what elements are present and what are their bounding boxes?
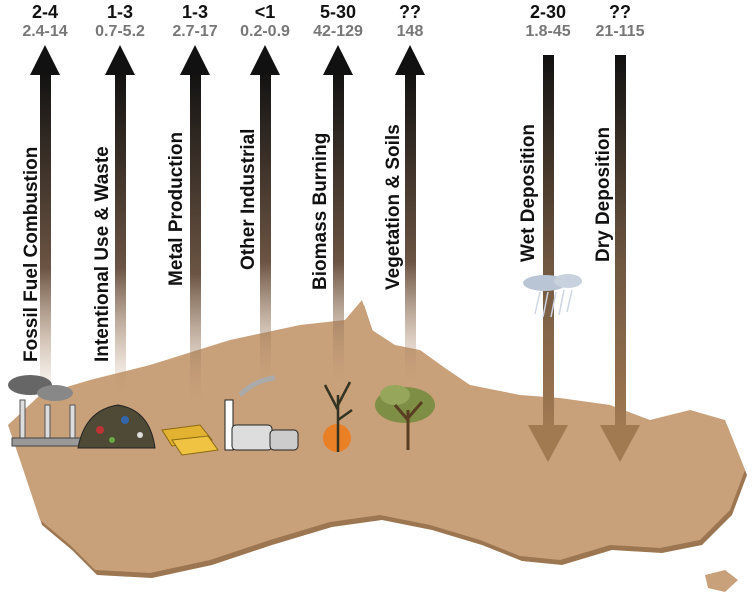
label-vegetation-soils: Vegetation & Soils	[383, 124, 404, 290]
range-other-industrial: 0.2-0.9	[240, 23, 290, 40]
label-metal-production: Metal Production	[166, 131, 187, 286]
burning-tree-icon	[323, 381, 353, 452]
estimate-wet-deposition: 2-30	[529, 2, 567, 22]
arrow-other-industrial	[250, 45, 280, 390]
range-vegetation-soils: 148	[396, 23, 424, 40]
range-wet-deposition: 1.8-45	[525, 23, 571, 40]
arrow-dry-deposition	[600, 55, 640, 462]
estimate-vegetation-soils: ??	[399, 2, 421, 22]
label-intentional-use: Intentional Use & Waste	[92, 146, 113, 362]
estimate-intentional-use: 1-3	[106, 2, 133, 22]
range-intentional-use: 0.7-5.2	[95, 23, 145, 40]
arrow-wet-deposition	[528, 55, 568, 462]
island	[705, 570, 738, 592]
power-plant-icon	[8, 375, 83, 447]
waste-heap-icon	[77, 404, 156, 449]
range-dry-deposition: 21-115	[595, 23, 645, 40]
arrow-intentional-use	[105, 45, 135, 400]
estimate-dry-deposition: ??	[609, 2, 631, 22]
rain-cloud-icon	[523, 274, 582, 318]
sink-arrows	[528, 55, 640, 462]
range-metal-production: 2.7-17	[172, 23, 218, 40]
estimate-biomass-burning: 5-30	[319, 2, 357, 22]
label-fossil-fuel: Fossil Fuel Combustion	[21, 146, 42, 362]
source-arrows	[30, 45, 425, 410]
estimate-fossil-fuel: 2-4	[31, 2, 58, 22]
label-dry-deposition: Dry Deposition	[593, 126, 614, 262]
estimate-other-industrial: <1	[254, 2, 276, 22]
arrow-fossil-fuel	[30, 45, 60, 400]
tree-icon	[375, 385, 435, 450]
label-biomass-burning: Biomass Burning	[310, 132, 331, 290]
gold-bars-icon	[161, 424, 219, 456]
label-other-industrial: Other Industrial	[238, 128, 259, 270]
range-biomass-burning: 42-129	[313, 23, 363, 40]
industrial-plant-icon	[224, 375, 299, 451]
arrow-vegetation-soils	[395, 45, 425, 390]
arrow-biomass-burning	[323, 45, 353, 390]
label-wet-deposition: Wet Deposition	[518, 124, 539, 262]
estimate-metal-production: 1-3	[181, 2, 208, 22]
arrow-metal-production	[180, 45, 210, 410]
range-fossil-fuel: 2.4-14	[22, 23, 68, 40]
